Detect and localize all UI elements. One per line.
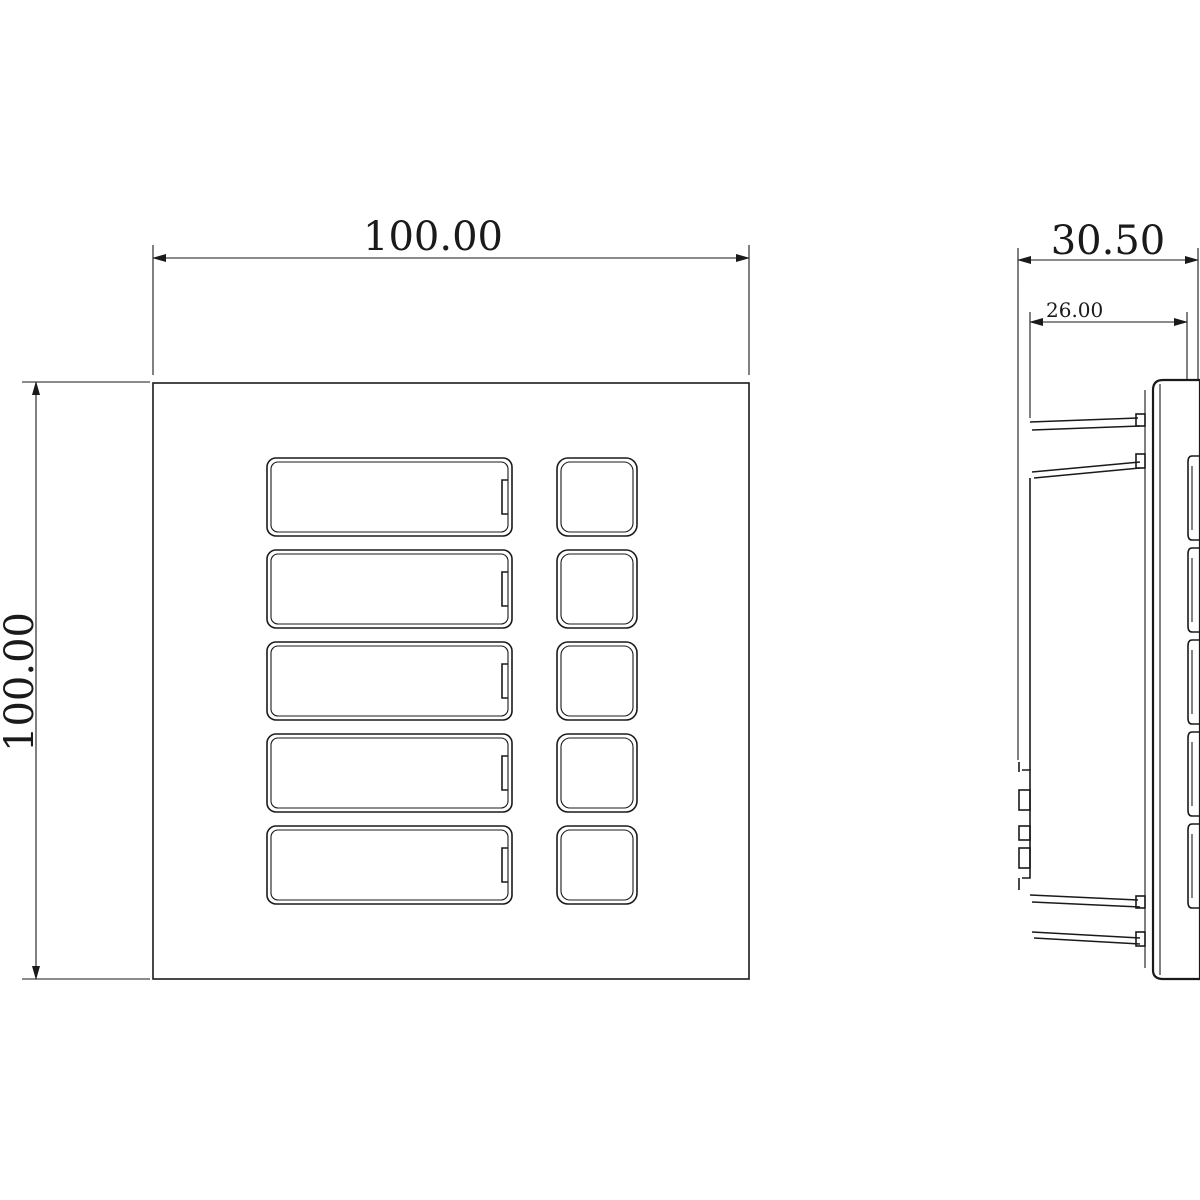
lower-clip-bottom [1135, 931, 1146, 947]
side-front-plate [1144, 378, 1200, 981]
front-view: 100.00 100.00 [0, 214, 750, 980]
upper-arm-bottom [1031, 461, 1141, 473]
body-depth-dimension-label: 26.00 [1046, 298, 1103, 322]
total-depth-dimension-label: 30.50 [1051, 218, 1166, 264]
call-button-3 [556, 641, 638, 721]
side-button-nub-1 [1187, 455, 1200, 541]
rear-terminal-1 [1018, 789, 1031, 811]
side-button-nub-2 [1187, 547, 1200, 633]
lower-arm-top [1029, 894, 1139, 901]
upper-arm-top-inner [1031, 425, 1141, 431]
call-button-inner-2 [560, 553, 634, 625]
side-housing-body [1018, 413, 1146, 947]
label-button-inner-3 [270, 645, 509, 717]
call-button-inner-1 [560, 461, 634, 533]
side-view: 30.50 26.00 [1017, 218, 1200, 981]
call-button-1 [556, 457, 638, 537]
side-button-nub-5 [1187, 823, 1200, 909]
width-dimension-label: 100.00 [363, 214, 503, 260]
upper-clip-bottom [1135, 453, 1146, 469]
label-button-inner-4 [270, 737, 509, 809]
upper-arm-bottom-inner [1033, 467, 1141, 479]
label-button-1 [266, 457, 513, 537]
lower-arm-bottom [1031, 931, 1141, 939]
upper-clip-top [1135, 413, 1146, 427]
front-panel-outline [152, 382, 750, 980]
height-dimension-label: 100.00 [0, 612, 43, 752]
side-button-nub-4 [1187, 731, 1200, 817]
call-button-inner-3 [560, 645, 634, 717]
lower-arm-top-inner [1031, 901, 1141, 908]
call-button-inner-5 [560, 829, 634, 901]
rear-terminal-2 [1018, 825, 1031, 841]
call-button-2 [556, 549, 638, 629]
lower-clip-top [1135, 895, 1146, 909]
label-button-notch-4 [501, 755, 508, 791]
label-button-inner-5 [270, 829, 509, 901]
total-depth-dimension: 30.50 [1017, 218, 1199, 760]
label-button-5 [266, 825, 513, 905]
side-button-nub-3 [1187, 639, 1200, 725]
height-dimension: 100.00 [0, 381, 150, 980]
label-button-inner-2 [270, 553, 509, 625]
label-button-notch-5 [501, 847, 508, 883]
front-buttons-group [266, 457, 638, 905]
label-button-inner-1 [270, 461, 509, 533]
label-button-2 [266, 549, 513, 629]
body-depth-dimension: 26.00 [1029, 298, 1188, 418]
upper-arm-top [1029, 417, 1139, 423]
call-button-5 [556, 825, 638, 905]
call-button-inner-4 [560, 737, 634, 809]
lower-arm-bottom-inner [1033, 937, 1141, 945]
label-button-4 [266, 733, 513, 813]
rear-terminal-3 [1018, 847, 1031, 869]
label-button-notch-3 [501, 663, 508, 699]
label-button-notch-1 [501, 479, 508, 515]
label-button-notch-2 [501, 571, 508, 607]
width-dimension: 100.00 [152, 214, 750, 375]
rear-connector-outline [1022, 769, 1031, 879]
front-plate-profile [1151, 378, 1200, 981]
label-button-3 [266, 641, 513, 721]
call-button-4 [556, 733, 638, 813]
side-button-nubs-group [1187, 455, 1200, 909]
